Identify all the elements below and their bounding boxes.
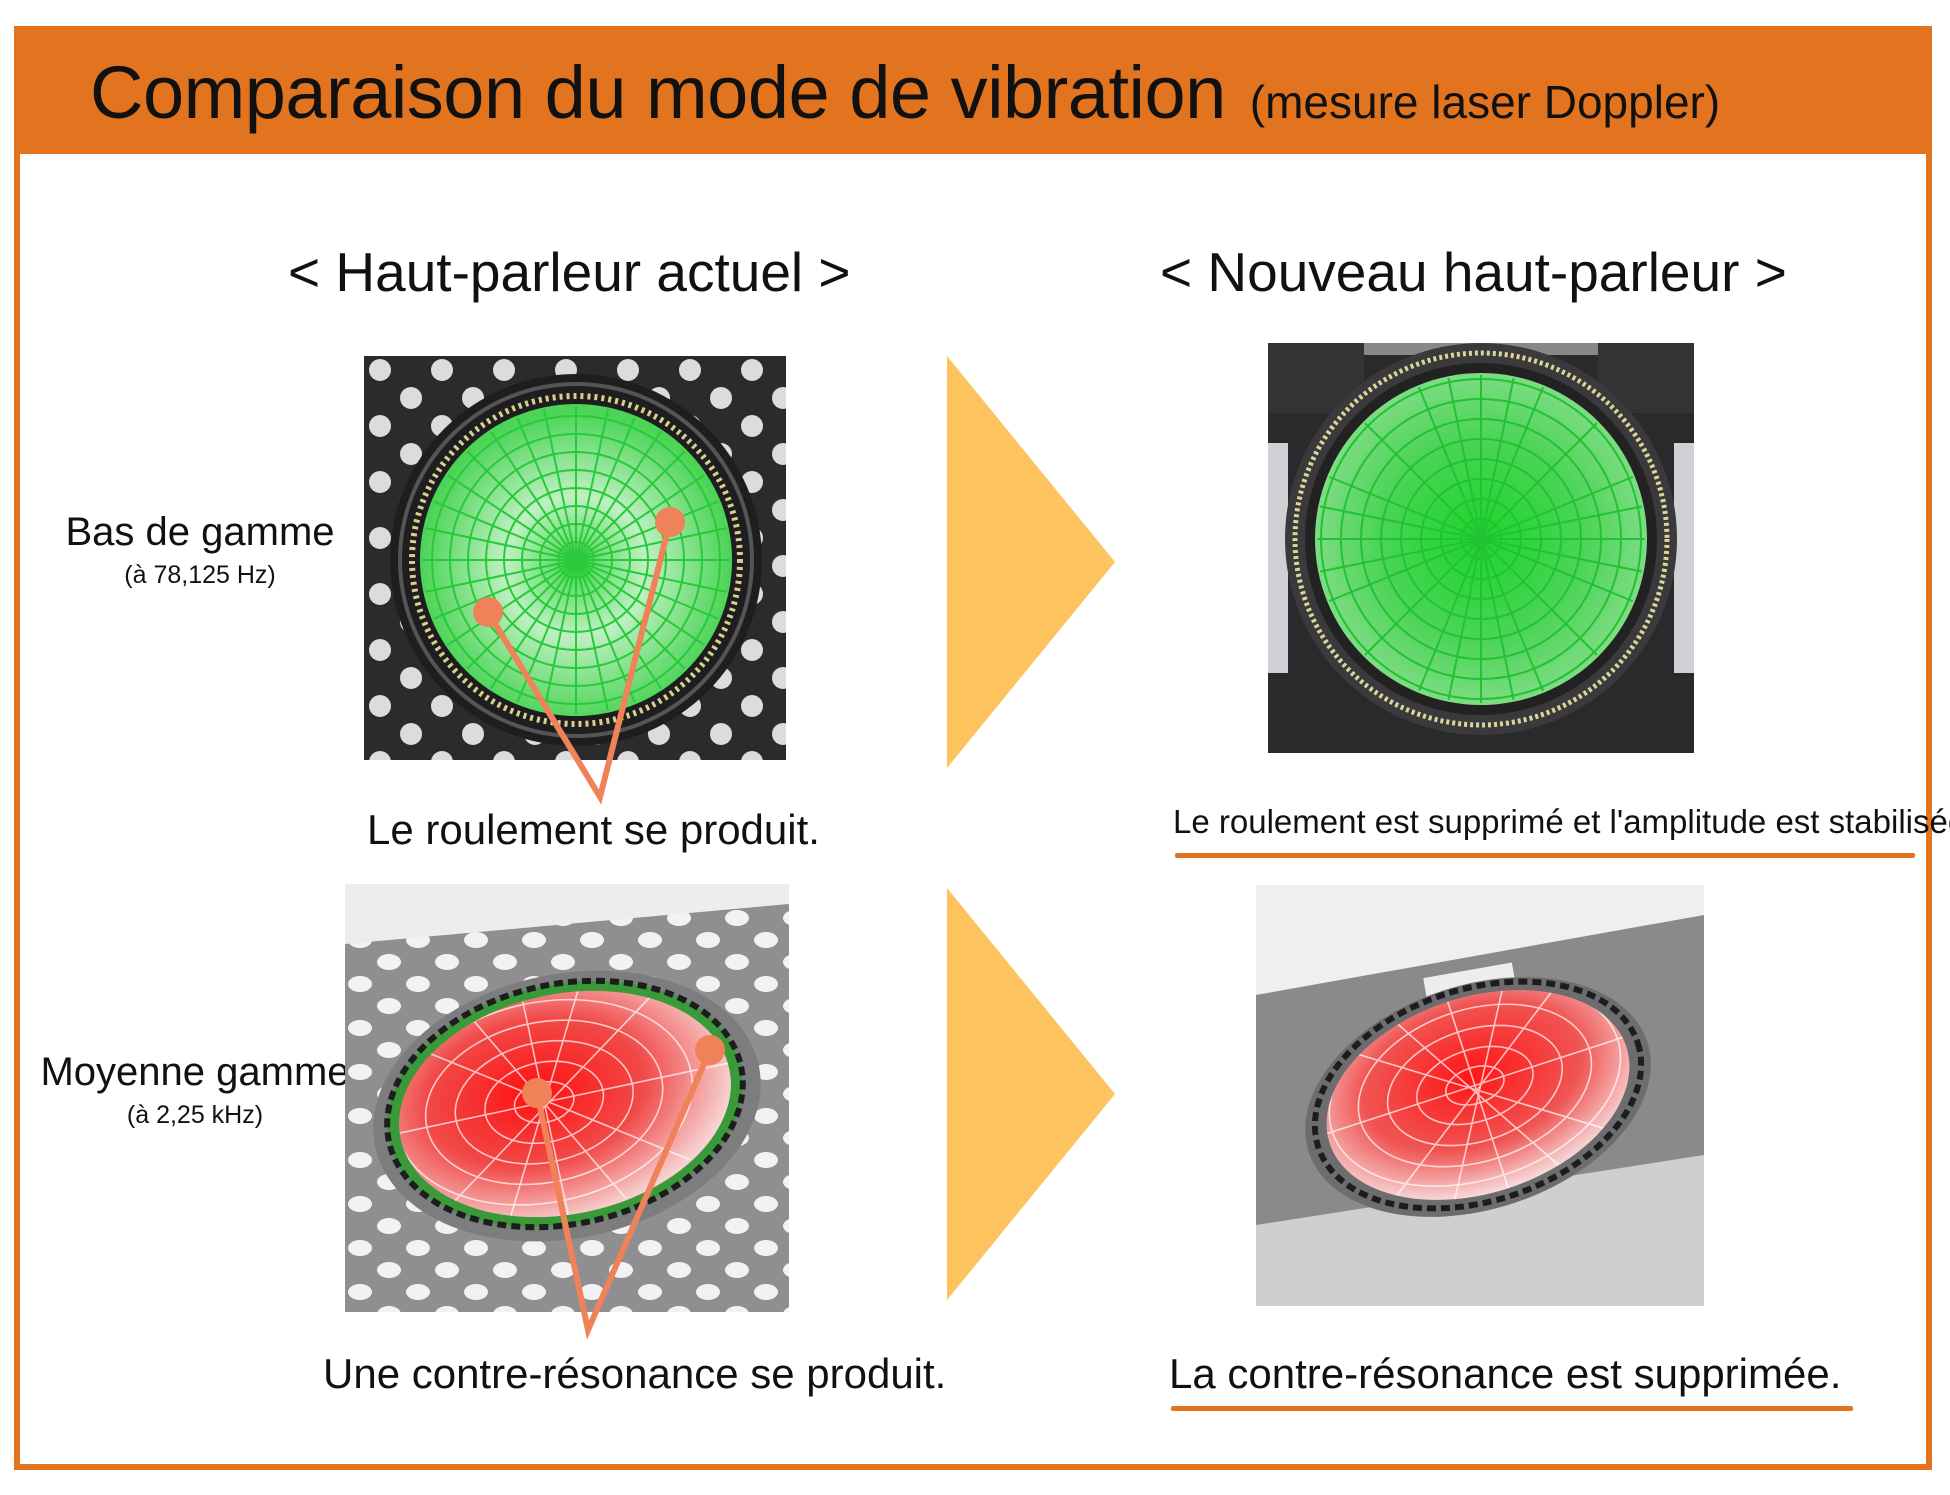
row-mid-name: Moyenne gamme: [40, 1050, 350, 1094]
row-low-name: Bas de gamme: [65, 510, 335, 554]
caption-mid-new: La contre-résonance est supprimée.: [1169, 1350, 1842, 1397]
header-bar: [14, 26, 1932, 154]
title-subtitle: (mesure laser Doppler): [1249, 76, 1721, 128]
caption-low-current: Le roulement se produit.: [367, 806, 820, 853]
mid-new-visual: [1256, 885, 1704, 1306]
arrow-right-icon-low: [947, 356, 1115, 768]
arrow-right-icon-mid: [947, 888, 1115, 1300]
caption-low-new: Le roulement est supprimé et l'amplitude…: [1173, 803, 1950, 840]
image-low-current: [364, 356, 786, 760]
row-mid-frequency: (à 2,25 kHz): [126, 1101, 264, 1129]
title-main: Comparaison du mode de vibration: [90, 51, 1226, 134]
low-current-visual: [364, 356, 786, 760]
image-mid-current: [345, 884, 789, 1312]
row-label-mid: Moyenne gamme (à 2,25 kHz): [25, 1050, 365, 1130]
column-heading-new: < Nouveau haut-parleur >: [1160, 241, 1787, 303]
image-mid-new: [1256, 885, 1704, 1306]
row-label-low: Bas de gamme (à 78,125 Hz): [55, 510, 345, 590]
caption-mid-current: Une contre-résonance se produit.: [323, 1350, 947, 1397]
caption-underline-low: [1175, 853, 1915, 858]
page-title: Comparaison du mode de vibration (mesure…: [90, 50, 1720, 140]
low-new-visual: [1268, 343, 1694, 753]
caption-underline-mid: [1171, 1406, 1853, 1411]
image-low-new: [1268, 343, 1694, 753]
column-heading-current: < Haut-parleur actuel >: [288, 241, 851, 303]
row-low-frequency: (à 78,125 Hz): [124, 561, 276, 589]
mid-current-visual: [345, 884, 789, 1312]
